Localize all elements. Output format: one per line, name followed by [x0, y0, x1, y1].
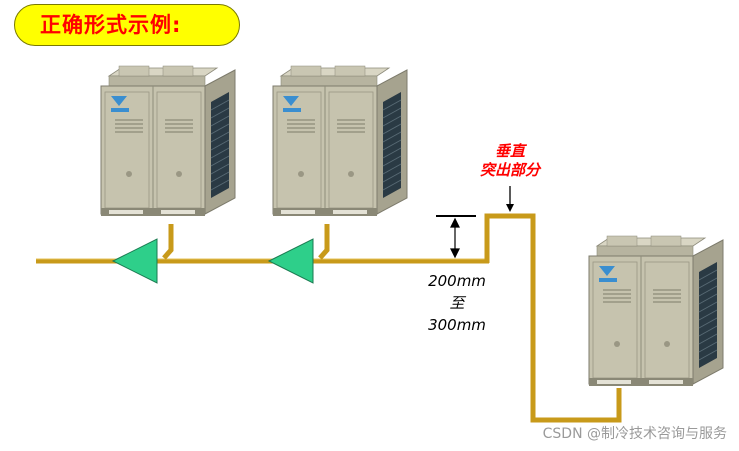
- main-pipe: [36, 258, 489, 264]
- outdoor-unit-2: [272, 65, 408, 217]
- vertical-protrusion-label: 垂直 突出部分: [460, 142, 560, 180]
- flow-arrow-2: [268, 238, 314, 284]
- outdoor-unit-3: [588, 235, 724, 387]
- callout-arrow: [506, 186, 514, 212]
- dimension-max: 300mm: [428, 316, 486, 334]
- title-badge: [14, 4, 240, 46]
- callout-line-1: 垂直: [494, 142, 525, 160]
- vertical-riser-pipe: [484, 213, 622, 423]
- outdoor-unit-1: [100, 65, 236, 217]
- height-dimension-marker: [436, 215, 476, 259]
- watermark: CSDN @制冷技术咨询与服务: [542, 426, 727, 442]
- dimension-to: 至: [449, 294, 465, 312]
- dimension-min: 200mm: [428, 272, 486, 290]
- unit-branch-pipes: [162, 224, 330, 260]
- callout-line-2: 突出部分: [479, 161, 540, 179]
- page-title: 正确形式示例:: [40, 13, 182, 37]
- dimension-label: 200mm 至 300mm: [412, 270, 502, 336]
- flow-arrow-1: [112, 238, 158, 284]
